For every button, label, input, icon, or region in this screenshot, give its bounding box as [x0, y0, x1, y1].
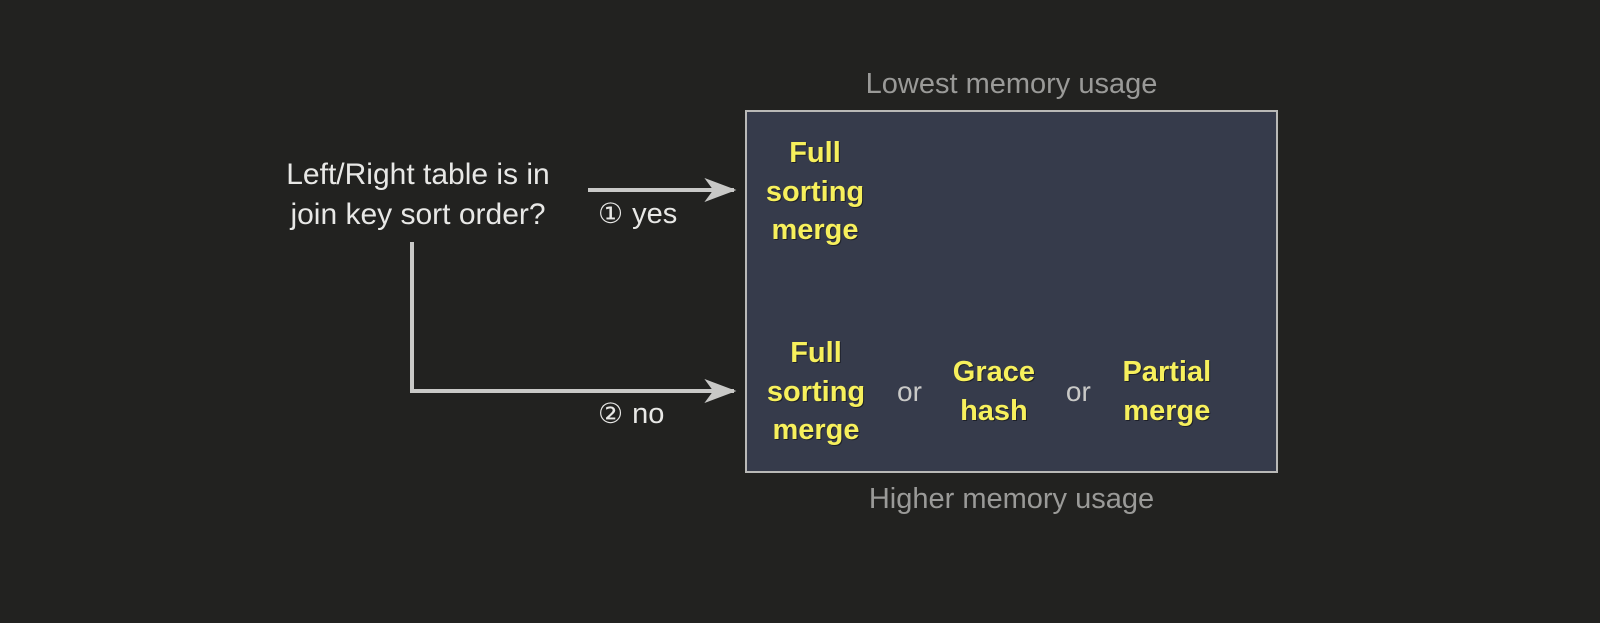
result-row-no: Full sorting merge or Grace hash or Part… — [755, 332, 1270, 452]
arrow-no — [410, 242, 737, 403]
branch-no-text: no — [632, 398, 665, 430]
result-box — [745, 110, 1278, 473]
option-full-sorting-merge-yes: Full sorting merge — [765, 136, 865, 247]
option-partial-merge: Partial merge — [1122, 356, 1212, 427]
option-grace-hash: Grace hash — [952, 356, 1036, 427]
option-full-sorting-merge-no: Full sorting merge — [766, 336, 866, 447]
circled-number-2-icon: ② — [598, 397, 624, 430]
result-row-yes: Full sorting merge — [755, 132, 1270, 252]
caption-lowest-memory: Lowest memory usage — [865, 68, 1158, 100]
decision-question: Left/Right table is in join key sort ord… — [286, 158, 550, 231]
separator-or-1: or — [897, 376, 922, 407]
circled-number-1-icon: ① — [598, 197, 624, 230]
caption-higher-memory: Higher memory usage — [868, 483, 1155, 515]
branch-yes-text: yes — [632, 198, 678, 230]
separator-or-2: or — [1065, 376, 1091, 407]
